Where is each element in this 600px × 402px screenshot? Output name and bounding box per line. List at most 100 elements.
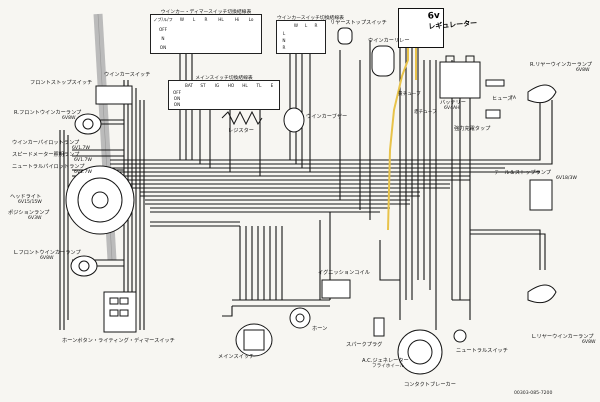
label-r-front-winker: R.フロントウインカーランプ: [14, 110, 82, 116]
main-switch: [235, 323, 273, 357]
label-resistor: レジスター: [228, 128, 254, 134]
table-row-label: ON: [173, 102, 181, 107]
label-neutral-pilot-w: 6V1.7W: [74, 170, 92, 175]
rear-stop-switch: [337, 27, 353, 45]
label-r-front-winker-w: 6V8W: [62, 116, 76, 121]
neutral-switch: [453, 329, 467, 343]
label-rear-stop-switch: リヤーストップスイッチ: [330, 20, 387, 26]
label-yellow-tube: 黄チューブ: [398, 92, 421, 97]
label-horn-switch: ホーンボタン・ライティング・ディマースイッチ: [62, 338, 175, 344]
table-header-cell: R: [204, 17, 208, 22]
label-red-tube: 赤チューブ: [414, 110, 437, 115]
table-row-label: ON: [173, 96, 181, 101]
table-header-cell: L: [192, 17, 196, 22]
fuse: [485, 79, 505, 87]
label-flywheel: フライホイール: [372, 364, 405, 369]
label-r-rear-winker: R.リヤーウインカーランプ: [530, 62, 592, 68]
label-battery-spec: 6V4AH: [444, 106, 460, 111]
table-header-cell: HL: [242, 83, 248, 88]
label-fuse-spec: 7A: [510, 96, 517, 101]
table-row-label: ON: [159, 45, 167, 50]
headlight: [65, 165, 135, 235]
footer-code: 00303-085-7200: [514, 391, 553, 396]
l-front-winker-lamp: [70, 255, 98, 277]
table-header-cell: IG: [214, 83, 220, 88]
label-l-rear-winker: L.リヤーウインカーランプ: [532, 334, 594, 340]
label-horn: ホーン: [312, 326, 328, 332]
table-row-label: N: [282, 38, 286, 43]
table-header-cell: W: [179, 17, 185, 22]
ignition-coil: [321, 279, 351, 299]
table-row-label: N: [161, 36, 165, 41]
winker-switch-block: [95, 85, 133, 105]
table-row-label: R: [282, 45, 286, 50]
table-row-label: OFF: [172, 90, 182, 95]
label-speedometer-lamp: スピードメーター照明ランプ: [12, 152, 80, 158]
highlight-trace-1: [387, 46, 409, 231]
table-header-cell: L: [304, 23, 308, 28]
label-spark-plug: スパークプラグ: [346, 342, 383, 348]
label-headlight: ヘッドライト: [10, 194, 42, 200]
resistor: [221, 110, 263, 126]
label-fuse: ヒューズ: [492, 96, 513, 102]
table-header-cell: W: [293, 23, 299, 28]
winker-relay: [371, 45, 395, 77]
main-switch-table-title: メインスイッチ切換結線表: [195, 76, 253, 81]
winker-switch-table: ウインカースイッチ切換結線表 W L R L N R: [276, 16, 344, 54]
label-winker-pilot: ウインカーパイロットランプ: [12, 140, 80, 146]
l-rear-winker-lamp: [527, 284, 557, 304]
label-neutral-switch: ニュートラルスイッチ: [456, 348, 508, 354]
table-header-cell: Hi: [234, 17, 240, 22]
label-r-rear-winker-w: 6V8W: [576, 68, 590, 73]
label-ignition-coil: イグニッションコイル: [318, 270, 370, 276]
table-row-label: L: [282, 31, 286, 36]
regulator-annotation-box: [398, 8, 444, 48]
label-battery: バッテリー: [440, 100, 466, 106]
table-header-cell: BAT: [185, 83, 193, 88]
winker-buzzer: [283, 107, 305, 133]
label-main-switch: メインスイッチ: [218, 354, 255, 360]
label-tail-stop: テール＆ストップランプ: [494, 170, 551, 176]
spark-plug: [373, 317, 385, 337]
table-header-cell: HL: [218, 17, 224, 22]
label-headlight-w: 6V15/15W: [18, 200, 42, 205]
label-ac-generator: A.C.ジェネレーター: [362, 358, 409, 364]
label-l-front-winker: L.フロントウインカーランプ: [14, 250, 81, 256]
table-header-cell: TL: [256, 83, 262, 88]
charge-tap: [485, 109, 501, 119]
label-front-stop-switch: フロントストップスイッチ: [30, 80, 93, 86]
label-position-lamp: ポジションランプ: [8, 210, 50, 216]
horn: [289, 307, 311, 329]
label-l-front-winker-w: 6V8W: [40, 256, 54, 261]
label-l-rear-winker-w: 6V8W: [582, 340, 596, 345]
winker-dimmer-table-title: ウインカー・ディマースイッチ切換結線表: [160, 10, 252, 15]
label-neutral-pilot: ニュートラルパイロットランプ: [12, 164, 85, 170]
label-winker-pilot-w: 6V1.7W: [72, 146, 90, 151]
label-winker-switch: ウインカースイッチ: [104, 72, 151, 78]
table-header-cell: E: [270, 83, 274, 88]
table-header-cell: R: [314, 23, 318, 28]
r-front-winker-lamp: [74, 113, 102, 135]
label-tail-stop-w: 6V18/3W: [556, 176, 577, 181]
battery: [439, 61, 481, 99]
r-rear-winker-lamp: [527, 84, 557, 104]
label-winker-relay: ウインカーリレー: [368, 38, 410, 44]
label-speedometer-lamp-w: 6V1.7W: [74, 158, 92, 163]
table-header-cell: Lo: [248, 17, 254, 22]
table-header-cell: HO: [227, 83, 235, 88]
winker-switch-table-title: ウインカースイッチ切換結線表: [277, 16, 344, 21]
main-switch-table: メインスイッチ切換結線表 BAT ST IG HO HL TL E OFF ON…: [168, 76, 280, 110]
ac-generator: [397, 329, 443, 375]
label-contact-breaker: コンタクトブレーカー: [404, 382, 456, 388]
label-charge-tap: 強力充電タップ: [454, 126, 491, 132]
tail-stop-lamp: [529, 179, 553, 211]
winker-dimmer-table: ウインカー・ディマースイッチ切換結線表 ノブ/ル/フ W L R HL Hi L…: [150, 10, 262, 54]
label-winker-buzzer: ウインカーブザー: [306, 114, 348, 120]
table-header-cell: ノブ/ル/フ: [153, 17, 173, 22]
label-position-lamp-w: 6V3W: [28, 216, 42, 221]
table-header-cell: ST: [200, 83, 206, 88]
table-row-label: OFF: [158, 27, 168, 32]
regulator-annotation: 6v レギュレーター: [427, 8, 477, 31]
